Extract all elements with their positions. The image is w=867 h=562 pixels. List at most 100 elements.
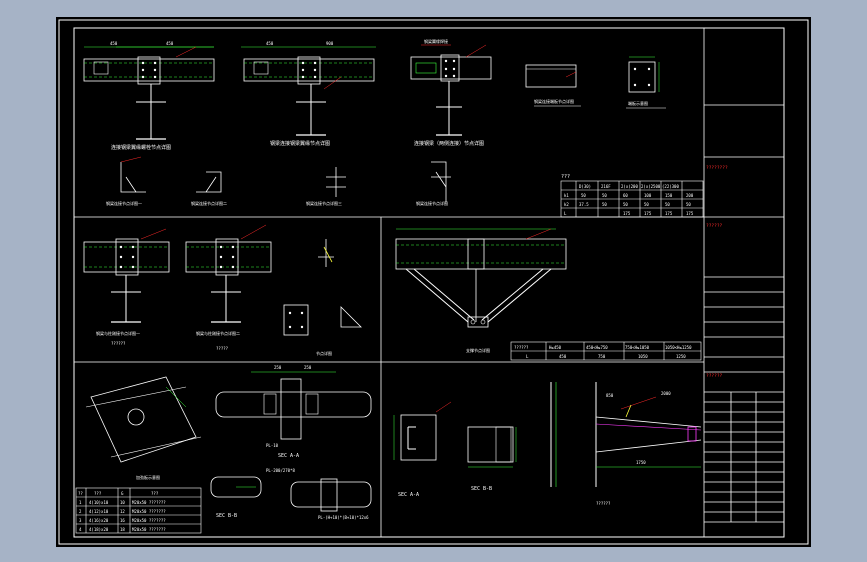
right-caption: ?????? xyxy=(596,501,611,506)
truss-r3: 1050 xyxy=(638,354,648,359)
bt-r2-0: 2 xyxy=(79,509,82,514)
bt-r3-0: 3 xyxy=(79,518,82,523)
d5-caption: 端板示意图 xyxy=(628,100,648,106)
row2-caption-2: 钢梁连接节点详图二 xyxy=(191,200,227,206)
title-block xyxy=(703,28,784,537)
bt-r1-3: M20x50 ??????? xyxy=(132,500,166,505)
row2-details xyxy=(120,156,451,202)
tt-r2-6: 50 xyxy=(686,202,691,207)
plate-note: PL-(H+10)*(B+10)*12x6 xyxy=(318,515,369,520)
tt-h4: 2(x)2500 xyxy=(641,184,661,189)
truss-h0: ?????? xyxy=(514,345,529,350)
outer-frame xyxy=(58,19,809,545)
inner-frame xyxy=(73,27,785,538)
mid-q-1: ?????? xyxy=(111,341,126,346)
sec-a2-label: SEC A-A xyxy=(398,492,419,498)
tt-h2: 216F xyxy=(601,184,611,189)
row2-caption-4: 钢梁连接节点详图 xyxy=(416,200,448,206)
column-beam-detail: 1750 850 2000 xyxy=(550,382,702,487)
bt-h2: G xyxy=(121,491,124,496)
bt-r3-1: 4(16)x20 xyxy=(89,518,109,523)
bt-r3-2: 16 xyxy=(120,518,125,523)
d2-dim-2: 900 xyxy=(326,41,334,46)
tt-r2-3: 50 xyxy=(623,202,628,207)
truss-h3: 750<H≤1050 xyxy=(625,345,650,350)
drawing-sheet: ???????? ?????? ?????? 450 450 连接钢梁翼缘螺栓节… xyxy=(56,17,811,547)
sec-a2 xyxy=(393,401,452,461)
tt-r3-6: 175 xyxy=(686,211,694,216)
pl-1: PL-10 xyxy=(266,443,279,448)
tt-r2-5: 50 xyxy=(665,202,670,207)
truss-r4: 1250 xyxy=(676,354,686,359)
bt-h3: ??? xyxy=(151,491,159,496)
panel-dividers xyxy=(74,216,704,537)
truss-r0: L xyxy=(526,354,529,359)
bt-r1-2: 10 xyxy=(120,500,125,505)
row2-caption-1: 钢梁连接节点详图一 xyxy=(106,200,142,206)
bt-r2-3: M20x50 ??????? xyxy=(132,509,166,514)
title-mark-3: ?????? xyxy=(706,373,723,379)
detail-4-endplate: 钢梁连接端板节点详图 xyxy=(525,64,581,107)
top-table: ??? D(30) 216F 2(x)200 2(x)2500 (22)300 … xyxy=(560,174,704,218)
bt-h0: ?? xyxy=(78,491,83,496)
tt-r1-4: 100 xyxy=(644,193,652,198)
tt-r1-2: 50 xyxy=(602,193,607,198)
detail-2-beam: 450 900 钢梁连接钢梁翼缘节点详图 xyxy=(241,41,376,147)
sa-dim-2: 250 xyxy=(304,365,312,370)
cb-dim-2: 850 xyxy=(606,393,614,398)
d4-caption: 钢梁连接端板节点详图 xyxy=(534,98,574,104)
sec-a-beam: 250 250 xyxy=(215,365,372,440)
bt-r2-1: 4(12)x10 xyxy=(89,509,109,514)
bolt-table: ?? ??? G ??? 1 4(10)x10 10 M20x50 ??????… xyxy=(75,487,202,534)
bt-r1-0: 1 xyxy=(79,500,82,505)
detail-5-plate: 端板示意图 xyxy=(626,56,666,109)
sec-b-b: SEC B-B xyxy=(216,513,237,519)
d2-caption: 钢梁连接钢梁翼缘节点详图 xyxy=(270,140,330,147)
sa-dim-1: 250 xyxy=(274,365,282,370)
truss-r2: 750 xyxy=(598,354,606,359)
tt-h1: D(30) xyxy=(579,184,591,189)
tt-r2-4: 50 xyxy=(644,202,649,207)
tt-r1-6: 200 xyxy=(686,193,694,198)
top-table-title: ??? xyxy=(561,174,570,180)
tt-r2-1: 37.5 xyxy=(579,202,589,207)
truss-detail xyxy=(395,228,567,328)
tt-r3-5: 175 xyxy=(665,211,673,216)
truss-caption: 支撑节点详图 xyxy=(466,347,490,353)
tt-h3: 2(x)200 xyxy=(621,184,638,189)
tt-r1-1: 50 xyxy=(581,193,586,198)
tt-r1-0: k1 xyxy=(564,193,569,198)
row2-caption-3: 钢梁连接节点详图三 xyxy=(306,200,342,206)
pl-2: PL-200/270*8 xyxy=(266,468,295,473)
d1-dim-2: 450 xyxy=(166,41,174,46)
detail-3-beam: 钢梁翼缘焊接 连接钢梁（两侧连接）节点详图 xyxy=(410,38,492,147)
tt-r3-4: 175 xyxy=(644,211,652,216)
d1-dim-1: 450 xyxy=(110,41,118,46)
plate-caption: 加劲板示意图 xyxy=(136,474,160,480)
detail-1-beam: 450 450 连接钢梁翼缘螺栓节点详图 xyxy=(83,41,215,151)
mid-left-details xyxy=(83,224,362,336)
bt-r3-3: M20x50 ??????? xyxy=(132,518,166,523)
bt-r2-2: 12 xyxy=(120,509,125,514)
d3-caption: 连接钢梁（两侧连接）节点详图 xyxy=(414,140,484,147)
bt-r4-3: M20x50 ??????? xyxy=(132,527,166,532)
bt-r1-1: 4(10)x10 xyxy=(89,500,109,505)
bt-h1: ??? xyxy=(94,491,102,496)
title-mark-1: ???????? xyxy=(706,165,728,171)
tt-r1-5: 150 xyxy=(665,193,673,198)
sec-b2 xyxy=(467,426,517,468)
sec-b2-label: SEC B-B xyxy=(471,486,492,492)
truss-r1: 450 xyxy=(559,354,567,359)
truss-table: ?????? H≤450 450<H≤750 750<H≤1050 1050<H… xyxy=(510,341,702,361)
truss-h2: 450<H≤750 xyxy=(586,345,608,350)
tt-r2-0: k2 xyxy=(564,202,569,207)
mid-detail: 节点详图 xyxy=(316,350,332,356)
cad-drawing: ???????? ?????? ?????? 450 450 连接钢梁翼缘螺栓节… xyxy=(58,19,809,545)
tt-r3-3: 175 xyxy=(623,211,631,216)
d1-caption: 连接钢梁翼缘螺栓节点详图 xyxy=(111,144,171,151)
title-mark-2: ?????? xyxy=(706,223,723,229)
cb-dim-3: 2000 xyxy=(661,391,671,396)
bt-r4-0: 4 xyxy=(79,527,82,532)
d3-tag: 钢梁翼缘焊接 xyxy=(424,38,448,44)
truss-h4: 1050<H≤1250 xyxy=(665,345,692,350)
